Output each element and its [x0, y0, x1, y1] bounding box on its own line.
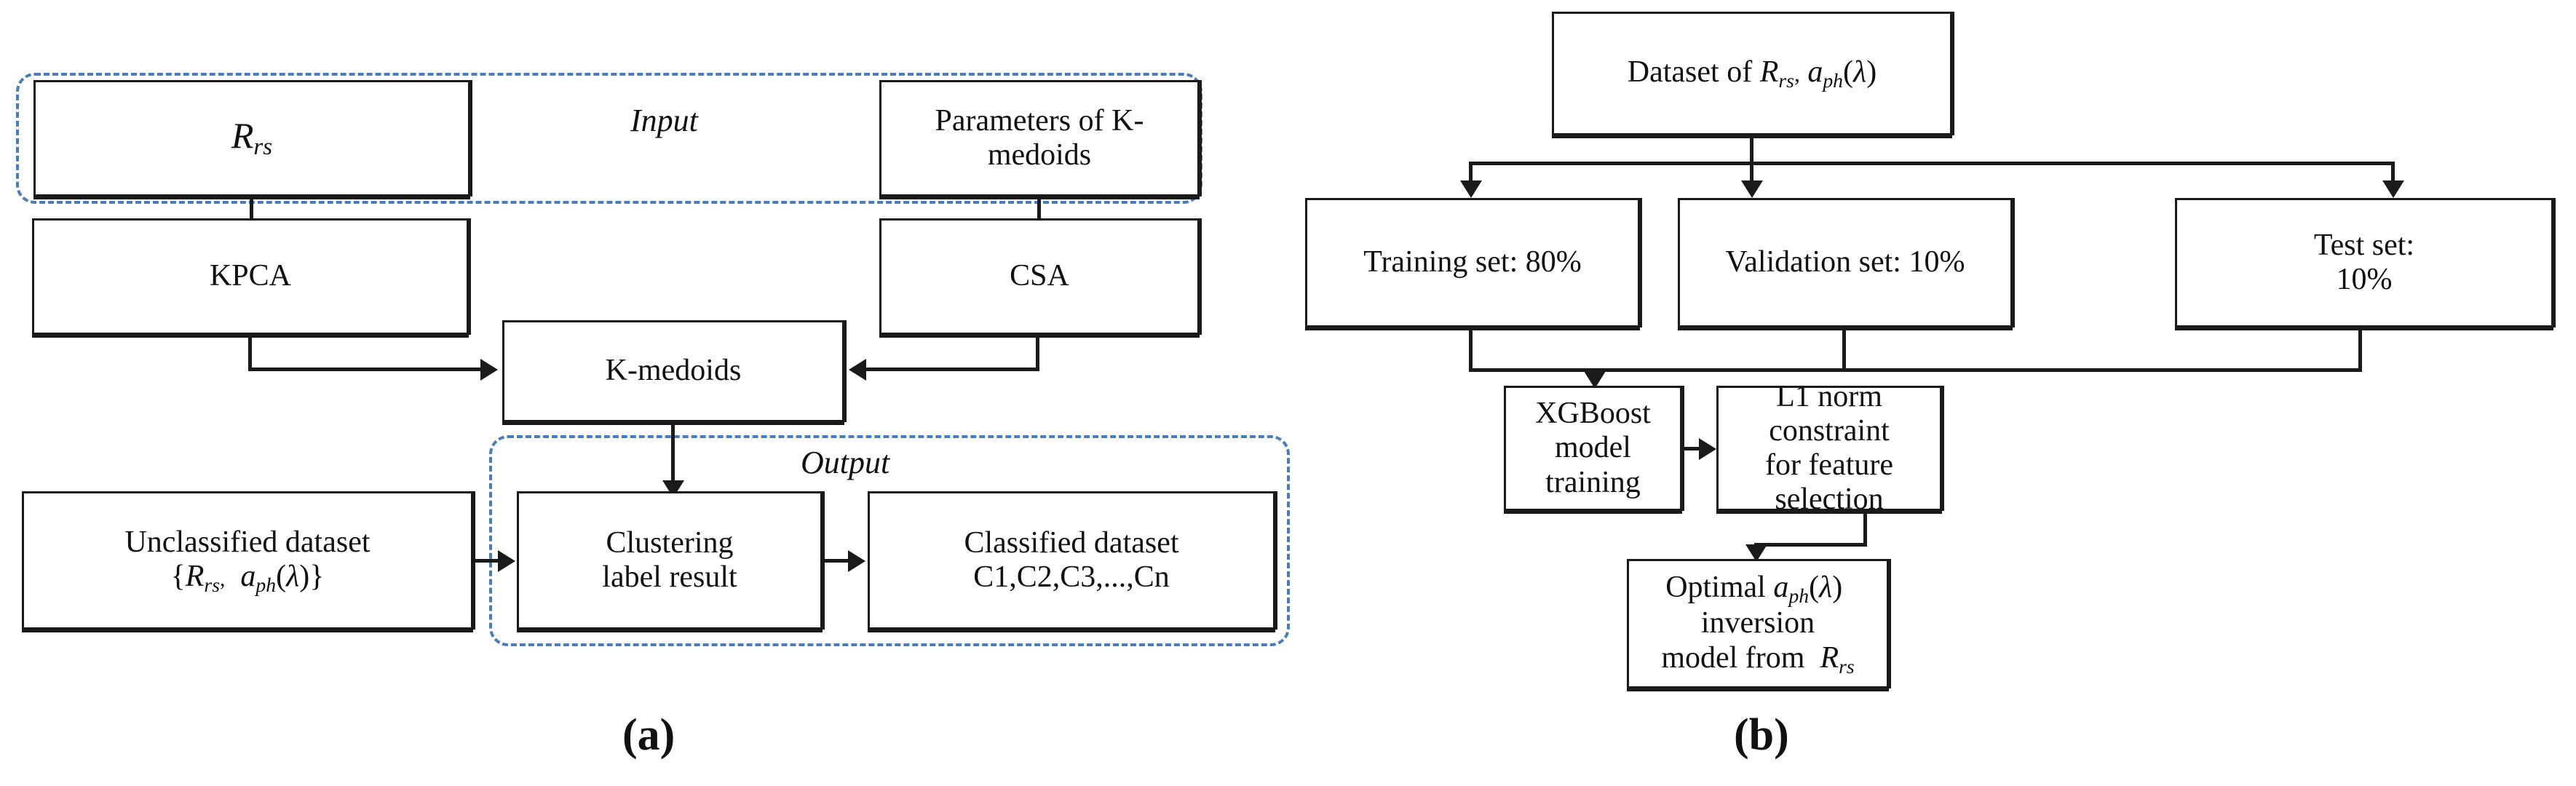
node-classified-dataset[interactable]: Classified dataset C1,C2,C3,...,Cn: [868, 491, 1275, 630]
node-unclassified-line1: Unclassified dataset: [124, 525, 370, 559]
connector-training-down: [1469, 328, 1473, 371]
connector-xgboost-to-l1: [1683, 447, 1703, 450]
arrowhead-bus-to-validation: [1741, 180, 1763, 198]
arrowhead-xgboost-to-l1: [1699, 438, 1716, 460]
connector-csa-down: [1036, 335, 1039, 370]
connector-csa-to-kmedoids: [865, 368, 1039, 371]
node-classified-dataset-label: Classified dataset C1,C2,C3,...,Cn: [877, 526, 1266, 595]
connector-bus-to-test: [2391, 162, 2395, 185]
connector-dataset-stem: [1750, 135, 1753, 164]
node-optimal-label: Optimal aph(λ) inversion model from Rrs: [1636, 571, 1879, 678]
node-optimal-line1: Optimal aph(λ) inversion: [1665, 570, 1850, 640]
connector-test-down: [2358, 328, 2362, 371]
connector-validation-down: [1842, 328, 1846, 371]
node-l1-line2: for feature selection: [1764, 448, 1894, 517]
arrowhead-csa-to-kmedoids: [849, 359, 866, 381]
node-xgboost-line1: XGBoost model: [1535, 397, 1651, 465]
node-classified-line1: Classified dataset: [964, 525, 1179, 560]
node-kpca-label: KPCA: [209, 259, 292, 293]
connector-unclassified-to-clustering: [475, 559, 501, 563]
arrowhead-bus-to-test: [2382, 180, 2404, 198]
arrowhead-clustering-to-classified: [848, 550, 865, 572]
node-clustering-label-result[interactable]: Clustering label result: [517, 491, 823, 630]
node-l1-norm-label: L1 norm constraint for feature selection: [1726, 380, 1933, 517]
node-unclassified-line2: {Rrs, aph(λ)}: [170, 559, 325, 596]
node-kpca[interactable]: KPCA: [32, 218, 469, 335]
node-csa[interactable]: CSA: [879, 218, 1200, 335]
node-clustering-label: Clustering label result: [526, 526, 813, 595]
connector-clustering-to-classified: [825, 559, 851, 563]
node-kmedoids[interactable]: K-medoids: [502, 320, 844, 422]
arrowhead-unclassified-to-clustering: [498, 550, 515, 572]
connector-merge-bus: [1469, 368, 2362, 372]
input-group-caption: Input: [630, 103, 698, 138]
node-optimal-inversion-model[interactable]: Optimal aph(λ) inversion model from Rrs: [1627, 559, 1889, 688]
arrowhead-bus-to-training: [1460, 180, 1482, 198]
node-training-set[interactable]: Training set: 80%: [1305, 198, 1640, 328]
panel-label-a: (a): [622, 710, 675, 760]
connector-kpca-down: [248, 335, 252, 370]
node-l1-line1: L1 norm constraint: [1769, 379, 1890, 448]
node-xgboost-label: XGBoost model training: [1513, 397, 1673, 499]
node-l1-norm-constraint[interactable]: L1 norm constraint for feature selection: [1716, 380, 1942, 516]
connector-l1-down: [1863, 511, 1867, 546]
node-test-set-line1: Test set:: [2313, 228, 2415, 262]
node-optimal-line2: model from Rrs: [1661, 640, 1855, 678]
node-validation-set[interactable]: Validation set: 10%: [1678, 198, 2013, 328]
node-test-set-label: Test set: 10%: [2184, 229, 2544, 297]
node-unclassified-dataset[interactable]: Unclassified dataset {Rrs, aph(λ)}: [22, 491, 473, 630]
connector-bus-to-training: [1469, 162, 1473, 185]
connector-bus-to-validation: [1750, 162, 1753, 185]
connector-kmedoids-to-clustering: [671, 421, 675, 485]
node-parameters-kmedoids-label: Parameters of K-medoids: [935, 103, 1144, 172]
node-rrs-label: Rrs: [231, 115, 273, 161]
node-dataset[interactable]: Dataset of Rrs, aph(λ): [1552, 12, 1952, 135]
arrowhead-kpca-to-kmedoids: [480, 359, 498, 381]
node-unclassified-dataset-label: Unclassified dataset {Rrs, aph(λ)}: [31, 525, 464, 596]
connector-kpca-to-kmedoids: [248, 368, 485, 371]
node-dataset-label: Dataset of Rrs, aph(λ): [1627, 55, 1877, 92]
connector-split-bus: [1469, 162, 2393, 165]
node-classified-line2: C1,C2,C3,...,Cn: [973, 560, 1170, 594]
node-xgboost-training[interactable]: XGBoost model training: [1504, 386, 1682, 511]
node-validation-set-label: Validation set: 10%: [1725, 245, 1965, 279]
panel-label-b: (b): [1734, 710, 1789, 760]
node-csa-label: CSA: [1010, 259, 1069, 293]
node-xgboost-line2: training: [1545, 465, 1641, 499]
node-test-set[interactable]: Test set: 10%: [2175, 198, 2553, 328]
node-training-set-label: Training set: 80%: [1363, 245, 1582, 279]
connector-l1-to-optimal: [1754, 543, 1867, 547]
node-clustering-line2: label result: [602, 560, 737, 594]
node-parameters-kmedoids[interactable]: Parameters of K-medoids: [879, 80, 1200, 196]
node-clustering-line1: Clustering: [606, 525, 734, 560]
node-kmedoids-label: K-medoids: [605, 354, 742, 388]
node-test-set-line2: 10%: [2336, 263, 2393, 296]
output-group-caption: Output: [801, 445, 890, 480]
node-rrs[interactable]: Rrs: [33, 80, 470, 196]
